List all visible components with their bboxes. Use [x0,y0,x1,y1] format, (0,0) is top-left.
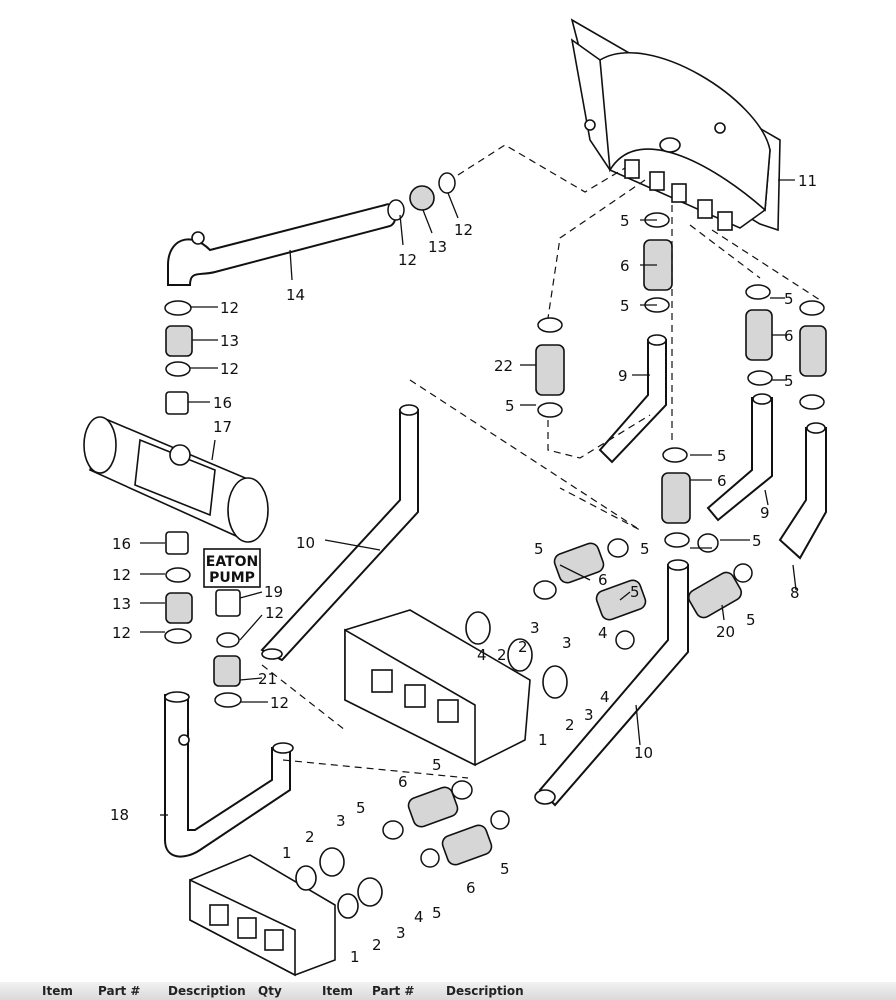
callout-12: 12 [112,566,131,584]
callout-5: 5 [500,860,510,878]
callout-5: 5 [432,756,442,774]
callout-3: 3 [584,706,594,724]
pump-fittings-mid [465,533,753,699]
hose-9-center [598,334,667,464]
callout-12: 12 [398,251,417,269]
suction-hose-14 [167,203,397,286]
callout-14: 14 [286,286,305,304]
hose-10-right [534,559,689,807]
pump-fittings-19-21 [213,589,242,708]
header-description-2: Description [446,984,524,998]
callout-19: 19 [264,583,283,601]
header-part-number-2: Part # [372,984,415,998]
callout-6: 6 [398,773,408,791]
callout-1: 1 [350,948,360,966]
callout-10: 10 [296,534,315,552]
callout-5: 5 [784,290,794,308]
hose-8 [778,422,827,560]
dashed-reference-lines [261,144,821,779]
callout-9: 9 [760,504,770,522]
header-item-2: Item [322,984,353,998]
callout-5: 5 [784,372,794,390]
fittings-22 [535,317,565,418]
eaton-line2: PUMP [209,570,255,586]
hose-18 [164,691,294,858]
center-fittings-5-6-5 [643,212,673,313]
fittings-12-13-12-top [387,172,456,221]
callout-5: 5 [432,904,442,922]
callout-12: 12 [112,624,131,642]
callout-5: 5 [620,297,630,315]
callout-2: 2 [372,936,382,954]
callout-3: 3 [336,812,346,830]
callout-3: 3 [562,634,572,652]
callout-5: 5 [717,447,727,465]
callout-1: 1 [282,844,292,862]
callout-12: 12 [270,694,289,712]
callout-8: 8 [790,584,800,602]
callout-3: 3 [396,924,406,942]
callout-2: 2 [518,638,528,656]
eaton-pump-label: EATON PUMP [203,548,261,588]
hose-10-left [260,404,419,662]
filter-assembly-17 [83,416,269,543]
callout-4: 4 [414,908,424,926]
callout-17: 17 [213,418,232,436]
callout-4: 4 [600,688,610,706]
left-fitting-stack-lower [164,531,193,644]
callout-16: 16 [112,535,131,553]
callout-21: 21 [258,670,277,688]
callout-18: 18 [110,806,129,824]
callout-5: 5 [534,540,544,558]
header-qty: Qty [258,984,282,998]
callout-12: 12 [265,604,284,622]
callout-2: 2 [497,646,507,664]
eaton-line1: EATON [206,554,258,570]
pump-block-upper [344,609,531,767]
callout-2: 2 [305,828,315,846]
callout-2: 2 [565,716,575,734]
left-fitting-stack-upper [164,300,193,415]
callout-13: 13 [428,238,447,256]
callout-10: 10 [634,744,653,762]
callout-5: 5 [505,397,515,415]
callout-11: 11 [798,172,817,190]
right-fittings-upper [745,284,827,410]
callout-5: 5 [620,212,630,230]
callout-4: 4 [477,646,487,664]
callout-9: 9 [618,367,628,385]
callout-4: 4 [598,624,608,642]
callout-5: 5 [752,532,762,550]
callout-1: 1 [538,731,548,749]
callout-6: 6 [620,257,630,275]
callout-20: 20 [716,623,735,641]
leader-lines [140,179,797,816]
callout-5: 5 [356,799,366,817]
callout-5: 5 [630,583,640,601]
center-fittings-lower [661,447,691,548]
callout-6: 6 [717,472,727,490]
header-item: Item [42,984,73,998]
hose-9-right [706,393,773,522]
callout-5: 5 [640,540,650,558]
header-description: Description [168,984,246,998]
callout-numbers: 11 12 13 12 14 12 13 12 16 17 16 12 13 1… [110,172,817,966]
callout-6: 6 [466,879,476,897]
callout-13: 13 [220,332,239,350]
parts-table-header-strip: Item Part # Description Qty Item Part # … [0,982,896,1000]
callout-5: 5 [746,611,756,629]
callout-12: 12 [220,299,239,317]
callout-16: 16 [213,394,232,412]
callout-6: 6 [598,571,608,589]
callout-22: 22 [494,357,513,375]
reservoir-tank [570,18,781,232]
callout-6: 6 [784,327,794,345]
header-part-number: Part # [98,984,141,998]
callout-3: 3 [530,619,540,637]
callout-12: 12 [454,221,473,239]
pump-fittings-lower [295,780,510,919]
callout-12: 12 [220,360,239,378]
callout-13: 13 [112,595,131,613]
